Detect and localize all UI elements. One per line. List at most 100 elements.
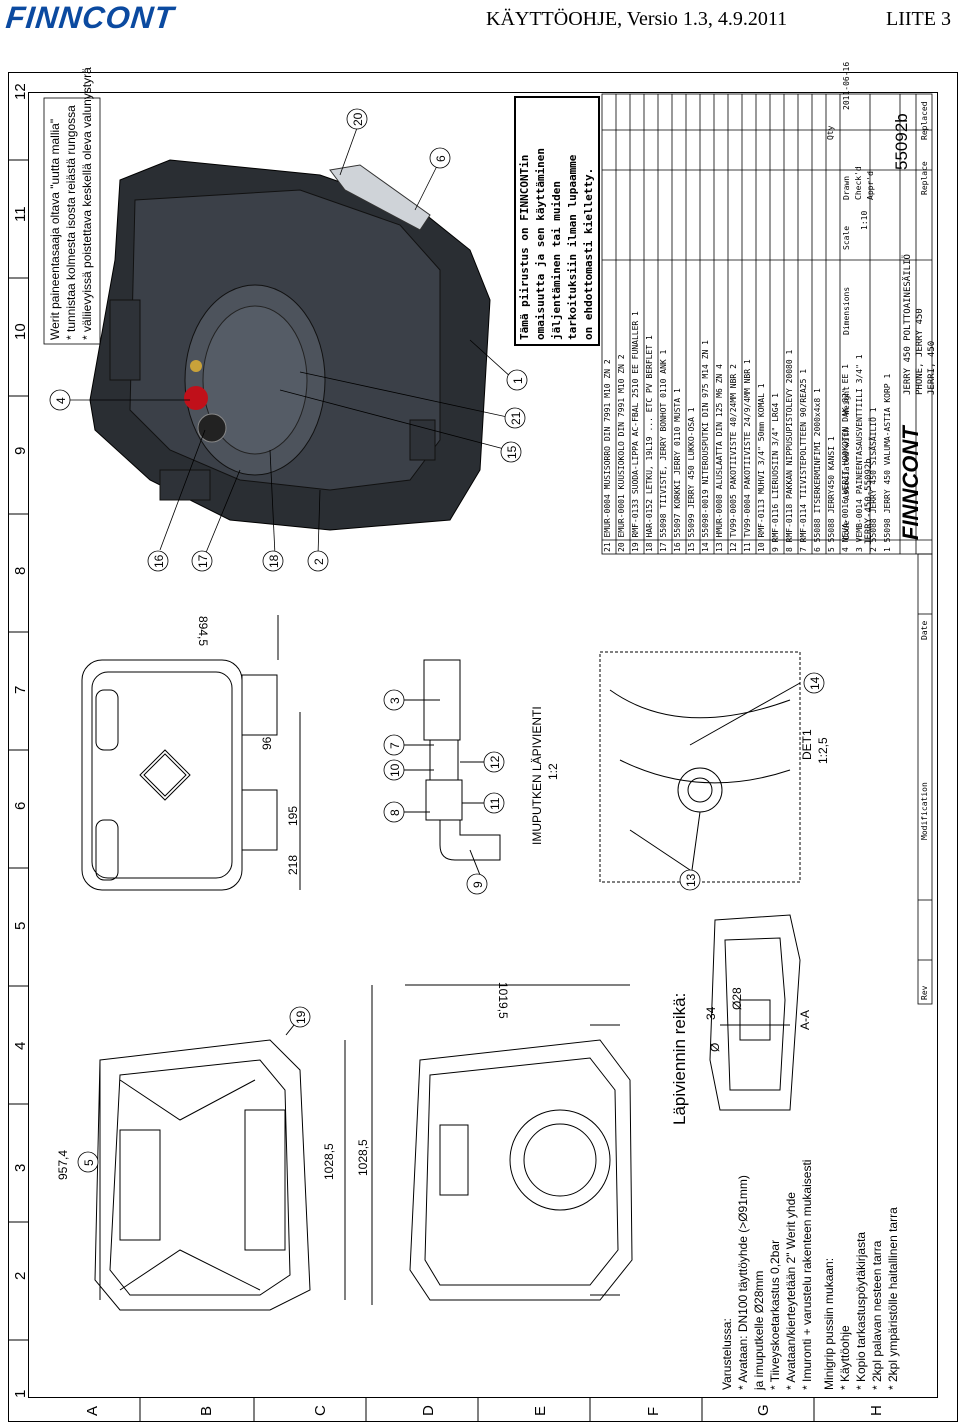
pipe-detail-scale: 1:2 xyxy=(546,763,560,780)
drawing-number: 55092b xyxy=(892,113,911,170)
section-aa-label: A-A xyxy=(798,1009,812,1030)
part-row-12: 12 TV99-0005 PAKOTIIVISTE 40/24MM NBR 2 xyxy=(729,364,738,552)
balloon-circles xyxy=(49,108,825,1173)
label-code: Code xyxy=(842,520,851,540)
equipment-line-2: ja imuputkelle Ø28mm xyxy=(752,1270,766,1390)
balloon-3: 3 xyxy=(388,697,402,704)
page-header: FINNCONT KÄYTTÖOHJE, Versio 1.3, 4.9.201… xyxy=(0,0,960,40)
equipment-line-3: * Tiiveyskoetarkastus 0,2bar xyxy=(768,1239,782,1390)
balloon-18: 18 xyxy=(267,554,281,568)
part-row-5: 5 55088 JERRY450 KANSI 1 xyxy=(827,436,836,552)
label-replace: Replace xyxy=(920,161,929,195)
part-row-17: 17 55098 TIIVISTE, JERRY BONHOT 0110 ANK… xyxy=(659,349,668,552)
pipe-detail-title: IMUPUTKEN LÄPIVIENTI xyxy=(530,706,544,845)
part-row-8: 8 RMF-0118 PAKKAN NIPPUSUPISTOLEVY 20080… xyxy=(785,349,794,552)
attachment-label: LIITE 3 xyxy=(886,8,951,30)
label-modification: Modification xyxy=(920,782,929,840)
balloon-19: 19 xyxy=(294,1010,308,1024)
label-dimensions: Dimensions xyxy=(842,286,851,335)
part-name-3: JERRI, 450 xyxy=(927,340,937,395)
drawing-date: 2011-06-16 xyxy=(842,61,851,110)
balloon-8: 8 xyxy=(388,809,402,816)
pipe-detail xyxy=(403,659,501,886)
equipment-title: Varustelussa: xyxy=(720,1318,734,1390)
label-weight: Weight xyxy=(842,386,851,415)
label-qty: Qty xyxy=(826,125,835,140)
weld-note-line-1: Werit paineentasaaja oltava "uutta malli… xyxy=(48,118,62,340)
balloon-17: 17 xyxy=(196,554,210,568)
dim-894-5: 894,5 xyxy=(196,616,210,647)
document-title: KÄYTTÖOHJE, Versio 1.3, 4.9.2011 xyxy=(486,8,788,30)
part-row-15: 15 55099 JERRY 450 LUKKO-OSA 1 xyxy=(687,407,696,552)
part-name-1: JERRY 450 POLTTOAINESÄILIÖ xyxy=(903,254,913,395)
part-row-16: 16 55097 KORKKI JERRY 0110 MUSTA 1 xyxy=(673,388,682,552)
label-checked: Check'd xyxy=(854,166,863,200)
balloon-14: 14 xyxy=(808,676,822,690)
drawing-sheet xyxy=(8,72,958,1422)
drawing-scale: 1:10 xyxy=(860,210,869,230)
part-row-3: 3 VEMB-0014 PAINEENTASAUSVENTTIILI 3/4" … xyxy=(855,354,864,552)
bag-line-3: * 2kpl palavan nesteen tarra xyxy=(870,1240,884,1390)
part-row-7: 7 RMF-0114 TIIVISTEPOLTTEEN 90/REA25 1 xyxy=(799,368,808,552)
part-row-10: 10 RMF-0113 MUHVI 3/4" 50mm KOMAL 1 xyxy=(757,383,766,552)
balloon-16: 16 xyxy=(152,554,166,568)
balloon-2: 2 xyxy=(312,558,326,565)
bag-line-1: * Käyttöohje xyxy=(838,1325,852,1390)
dim-218: 218 xyxy=(286,854,300,875)
warning-line-2: omaisuutta ja sen käyttäminen xyxy=(534,147,547,340)
dim-195: 195 xyxy=(286,805,300,826)
weld-note-line-3: * väliievyissä poistettava keskellä olev… xyxy=(80,67,94,340)
bag-line-4: * 2kpl ympäristölle haitallinen tarra xyxy=(886,1207,900,1390)
bag-line-2: * Kopio tarkastuspöytäkirjasta xyxy=(854,1231,868,1390)
hole-title: Läpiviennin reikä: xyxy=(670,992,689,1125)
balloon-11: 11 xyxy=(488,797,502,810)
part-row-20: 20 EMUR-0001 KUUSIOKOLO DIN 7991 M10 ZN … xyxy=(617,354,626,552)
top-view-middle xyxy=(81,615,301,891)
dim-d28: Ø28 xyxy=(730,987,744,1010)
balloon-6: 6 xyxy=(434,155,448,162)
parts-list-grid xyxy=(601,93,933,1005)
top-view-bottom-left xyxy=(94,985,373,1311)
label-drawn: Drawn xyxy=(842,175,851,200)
dim-957-4: 957,4 xyxy=(56,1149,70,1180)
aa-section xyxy=(709,914,801,1111)
part-row-11: 11 TV99-0004 PAKOTIIVISTE 24/9/4MM NBR 1 xyxy=(743,359,752,552)
balloon-5: 5 xyxy=(82,1159,96,1166)
balloon-20: 20 xyxy=(351,112,365,126)
part-name-2: PHONE, JERRY 450 xyxy=(915,308,925,395)
bag-title: Minigrip pussiin mukaan: xyxy=(822,1257,836,1390)
label-replaced: Replaced xyxy=(920,101,929,140)
det1-title: DET1 xyxy=(800,729,814,760)
assembly-code: JERRY-450-55092b xyxy=(864,458,874,545)
det1-detail xyxy=(599,651,801,883)
drawing-frame xyxy=(28,92,938,1398)
dim-34: 34 xyxy=(704,1006,718,1020)
balloon-13: 13 xyxy=(684,873,698,887)
label-rev: Rev xyxy=(920,985,929,1000)
part-row-1: 1 55098 JERRY 450 VALUMA-ASTIA KORP 1 xyxy=(883,373,892,552)
label-approved: Appr'd xyxy=(866,171,875,200)
equipment-line-5: * Imuronti + varustelu rakenteen mukaise… xyxy=(800,1159,814,1390)
balloon-12: 12 xyxy=(488,755,502,769)
section-view xyxy=(405,984,633,1301)
warning-line-4: tarkoituksiin ilman lupaamme xyxy=(566,154,579,340)
balloon-7: 7 xyxy=(388,742,402,749)
dim-diameter: Ø xyxy=(708,1042,722,1052)
equipment-line-1: * Avataan: DN100 täyttöyhde (>Ø91mm) xyxy=(736,1175,750,1390)
balloon-9: 9 xyxy=(471,881,485,888)
part-row-18: 18 HAR-0152 LETKU, 19L19 ... ETC PV BERF… xyxy=(645,335,654,552)
part-row-6: 6 55088 ITSERKERMINFIMI 2000x4x8 1 xyxy=(813,388,822,552)
part-row-13: 13 HMUR-0008 ALUSLAATTA DIN 125 M6 ZN 4 xyxy=(715,364,724,552)
title-block-logo: FINNCONT xyxy=(898,426,923,540)
warning-line-1: Tämä piirustus on FINNCONTin xyxy=(518,154,531,340)
tank-render xyxy=(89,159,491,531)
part-row-21: 21 EMUR-0004 MUSISORRO DIN 7991 M10 ZN 2 xyxy=(603,359,612,552)
warning-line-3: jäljentäminen tai muiden xyxy=(550,181,563,340)
balloon-15: 15 xyxy=(505,445,519,459)
det1-scale: 1:2,5 xyxy=(816,737,830,764)
balloon-21: 21 xyxy=(509,411,523,425)
part-row-19: 19 RMF-0133 SUODA-LIPPA AC-FBAL 2510 EE … xyxy=(631,311,640,552)
balloon-4: 4 xyxy=(54,397,68,404)
label-date: Date xyxy=(920,620,929,640)
